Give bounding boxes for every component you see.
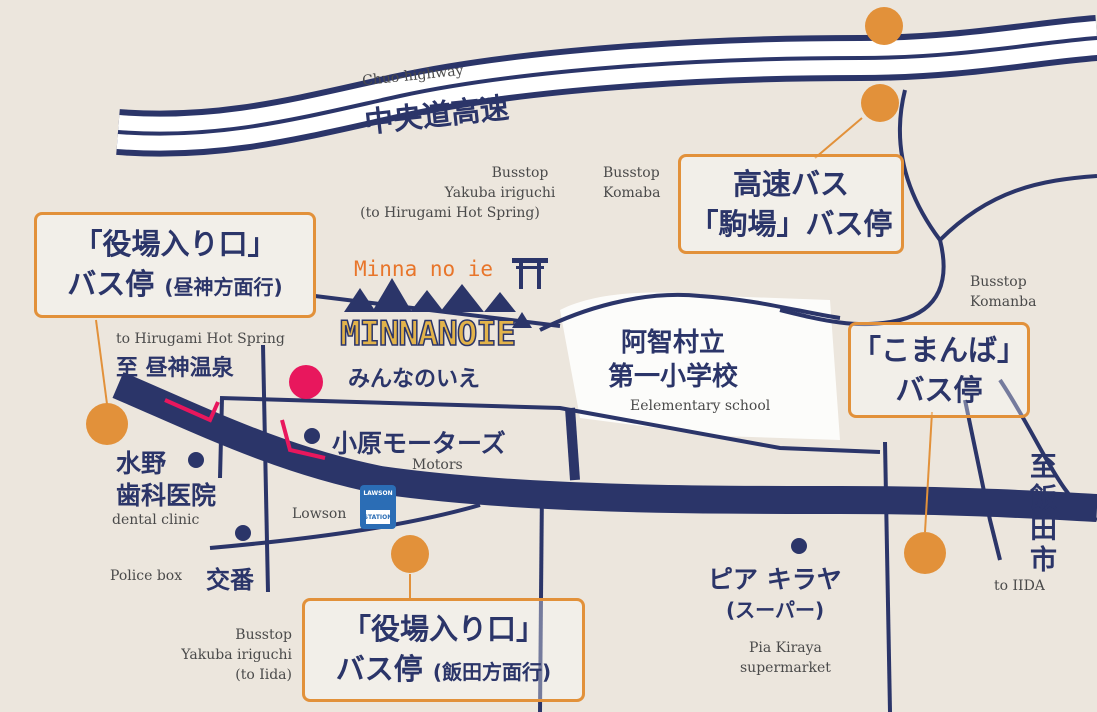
busstop-box-komanba[interactable]: 「こまんば」 バス停 xyxy=(848,322,1030,418)
busstop-marker-yakuba-north[interactable] xyxy=(86,403,128,445)
box-line1: 「役場入り口」 xyxy=(341,611,545,646)
dental-en: dental clinic xyxy=(112,512,200,528)
minna-location-pin[interactable] xyxy=(289,365,323,399)
pointer-lines xyxy=(95,117,933,600)
busstop-box-yakuba-south[interactable]: 「役場入り口」 バス停 (飯田方面行) xyxy=(302,598,585,702)
busstop-marker-komaba-top[interactable] xyxy=(865,7,903,45)
minnanoie-logo-text: MINNANOIE xyxy=(339,313,517,355)
motors-dot[interactable] xyxy=(304,428,320,444)
school-label: 阿智村立 第一小学校 xyxy=(607,328,738,392)
pia-dot[interactable] xyxy=(791,538,807,554)
dental-jp2: 歯科医院 xyxy=(116,481,217,510)
iida-vertical-label: 至 飯 田 市 xyxy=(1030,452,1057,576)
box-line2: バス停 (昼神方面行) xyxy=(67,266,283,301)
box-line1: 「役場入り口」 xyxy=(73,226,277,261)
busstop-yakuba-south-en: Busstop Yakuba iriguchi (to Iida) xyxy=(181,627,292,683)
box-line2: 「駒場」バス停 xyxy=(689,207,893,241)
hirugami-jp: 至 昼神温泉 xyxy=(116,356,234,381)
busstop-marker-komanba[interactable] xyxy=(904,532,946,574)
busstop-box-komaba[interactable]: 高速バス 「駒場」バス停 xyxy=(678,154,904,254)
box-line1: 「こまんば」 xyxy=(851,333,1026,367)
busstop-box-yakuba-north[interactable]: 「役場入り口」 バス停 (昼神方面行) xyxy=(34,212,316,318)
motors-en: Motors xyxy=(412,457,463,473)
minnanoie-kana: みんなのいえ xyxy=(348,367,481,392)
pia-jp-sub: (スーパー) xyxy=(726,598,825,622)
lawson-sign-top: LAWSON xyxy=(363,490,393,497)
busstop-yakuba-north-en: Busstop Yakuba iriguchi (to Hirugami Hot… xyxy=(360,165,556,221)
busstop-marker-yakuba-south[interactable] xyxy=(391,535,429,573)
lawson-sign-bottom: STATION xyxy=(363,514,393,521)
busstop-komaba-en: Busstop Komaba xyxy=(603,165,661,201)
police-en: Police box xyxy=(110,568,183,584)
motors-jp: 小原モーターズ xyxy=(332,429,506,458)
route-arrows xyxy=(164,398,326,460)
chuo-highway xyxy=(116,15,1097,157)
box-line2: バス停 xyxy=(895,373,983,407)
pia-en: Pia Kiraya supermarket xyxy=(740,640,831,676)
dental-jp1: 水野 xyxy=(116,449,167,478)
police-jp: 交番 xyxy=(206,566,254,594)
school-road xyxy=(565,407,580,481)
school-grounds xyxy=(560,292,840,440)
lowson-label: Lowson xyxy=(292,506,347,522)
box-line2: バス停 (飯田方面行) xyxy=(335,651,552,686)
iida-en: to IIDA xyxy=(994,578,1045,594)
box-line1: 高速バス xyxy=(732,167,849,201)
school-label-en: Eelementary school xyxy=(630,398,771,414)
minna-no-ie-en: Minna no ie xyxy=(354,257,494,281)
busstop-marker-komaba[interactable] xyxy=(861,84,899,122)
police-dot[interactable] xyxy=(235,525,251,541)
lawson-icon[interactable] xyxy=(360,485,396,529)
dental-dot[interactable] xyxy=(188,452,204,468)
busstop-komanba-en: Busstop Komanba xyxy=(970,274,1037,310)
pia-jp: ピア キラヤ xyxy=(708,565,842,594)
main-road xyxy=(112,372,1097,522)
torii-icon xyxy=(512,258,548,289)
hirugami-en: to Hirugami Hot Spring xyxy=(116,331,285,347)
minnanoie-logo-roofs xyxy=(344,278,532,328)
